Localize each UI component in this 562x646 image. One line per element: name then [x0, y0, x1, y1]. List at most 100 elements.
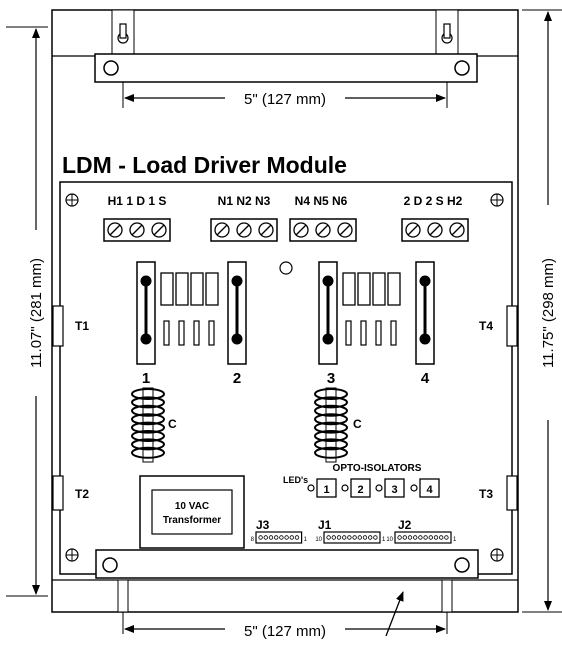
coils — [131, 387, 348, 463]
transformer — [151, 489, 233, 535]
top-width-dimension: 5" (127 mm) — [244, 91, 326, 108]
screw-icon — [65, 548, 79, 562]
terminal-screw-icon — [337, 222, 353, 238]
side-tab-t3 — [506, 475, 518, 511]
fuse-holder — [136, 261, 156, 365]
label-t1: T1 — [75, 319, 89, 333]
terminal-screw-icon — [258, 222, 274, 238]
opto-isolator-2: 2 — [341, 478, 371, 498]
relay-contacts — [342, 272, 401, 346]
terminal-screw-icon — [214, 222, 230, 238]
screw-icon — [490, 193, 504, 207]
label-t3: T3 — [479, 487, 493, 501]
terminal-screw-icon — [236, 222, 252, 238]
coil-icon — [314, 387, 348, 463]
mounting-hole — [102, 557, 118, 573]
mounting-keyhole-left — [111, 9, 135, 57]
leds-label: LED's — [283, 475, 308, 485]
bottom-width-dimension: 5" (127 mm) — [244, 623, 326, 640]
screw-icon — [65, 193, 79, 207]
terminal-screw-icon — [427, 222, 443, 238]
relay-number-3: 3 — [327, 370, 335, 387]
terminal-label-2d-2s-h2: 2 D 2 S H2 — [404, 194, 463, 208]
circuit-board — [59, 181, 513, 575]
left-height-dimension: 11.07" (281 mm) — [28, 258, 45, 368]
led-icon — [341, 484, 349, 492]
terminal-screw-icon — [405, 222, 421, 238]
fuse-holder — [318, 261, 338, 365]
mounting-foot — [117, 579, 129, 613]
opto-isolator-4: 4 — [410, 478, 440, 498]
led-icon — [307, 484, 315, 492]
opto-label: 4 — [426, 484, 433, 496]
connector-pin-right: 1 — [453, 537, 457, 543]
connector-j3: J38 1 — [251, 518, 308, 544]
terminal-block — [289, 218, 357, 242]
side-tab-t4 — [506, 305, 518, 347]
mounting-keyhole-right — [435, 9, 459, 57]
terminal-block — [103, 218, 171, 242]
opto-label: 1 — [323, 484, 329, 496]
terminal-screw-icon — [293, 222, 309, 238]
side-tab-t2 — [52, 475, 64, 511]
led-icon — [375, 484, 383, 492]
mounting-hole — [103, 60, 119, 76]
connector-j1: J1 10 1 — [315, 518, 386, 544]
opto-label: 3 — [391, 484, 397, 496]
fuse-holder — [415, 261, 435, 365]
mounting-hole — [454, 557, 470, 573]
opto-isolators-title: OPTO-ISOLATORS — [333, 463, 422, 474]
terminal-label-n4-n5-n6: N4 N5 N6 — [295, 194, 348, 208]
opto-label: 2 — [357, 484, 363, 496]
terminal-block — [210, 218, 278, 242]
terminal-block — [401, 218, 469, 242]
connector-pin-right: 1 — [382, 537, 386, 543]
connector-pin-left: 8 — [251, 537, 255, 543]
right-height-dimension: 11.75" (298 mm) — [540, 258, 557, 368]
connector-pin-left: 10 — [386, 537, 393, 543]
relay-contacts — [160, 272, 219, 346]
label-t2: T2 — [75, 487, 89, 501]
connector-name: J2 — [398, 518, 412, 532]
relay-assemblies — [136, 261, 435, 365]
opto-isolator-1: 1 — [307, 478, 337, 498]
fuse-holder — [227, 261, 247, 365]
side-tab-t1 — [52, 305, 64, 347]
terminal-label-n1-n2-n3: N1 N2 N3 — [218, 194, 271, 208]
relay-number-2: 2 — [233, 370, 241, 387]
opto-isolators: 1 2 3 4 — [307, 478, 440, 498]
transformer-line1: 10 VAC — [175, 501, 209, 512]
bottom-mounting-bar — [95, 549, 479, 579]
opto-isolator-3: 3 — [375, 478, 405, 498]
board-hole — [279, 261, 293, 275]
top-mounting-bar — [94, 53, 478, 83]
relay-number-1: 1 — [142, 370, 150, 387]
connector-name: J1 — [318, 518, 332, 532]
terminal-screw-icon — [107, 222, 123, 238]
mounting-foot — [441, 579, 453, 613]
coil-label-2: C — [353, 417, 362, 431]
connector-pin-right: 1 — [304, 537, 308, 543]
corner-screws — [65, 193, 504, 562]
led-icon — [410, 484, 418, 492]
screw-icon — [490, 548, 504, 562]
connector-name: J3 — [256, 518, 270, 532]
terminal-blocks — [103, 218, 469, 242]
coil-icon — [131, 387, 165, 463]
connector-pin-left: 10 — [315, 537, 322, 543]
terminal-screw-icon — [129, 222, 145, 238]
connector-j2: J2 10 1 — [386, 518, 457, 544]
terminal-screw-icon — [449, 222, 465, 238]
relay-number-4: 4 — [421, 370, 430, 387]
mounting-hole — [454, 60, 470, 76]
coil-label-1: C — [168, 417, 177, 431]
terminal-screw-icon — [315, 222, 331, 238]
terminal-screw-icon — [151, 222, 167, 238]
transformer-line2: Transformer — [163, 515, 221, 526]
label-t4: T4 — [479, 319, 493, 333]
terminal-label-h1-1d-1s: H1 1 D 1 S — [108, 194, 167, 208]
pointer-arrow — [385, 591, 404, 637]
